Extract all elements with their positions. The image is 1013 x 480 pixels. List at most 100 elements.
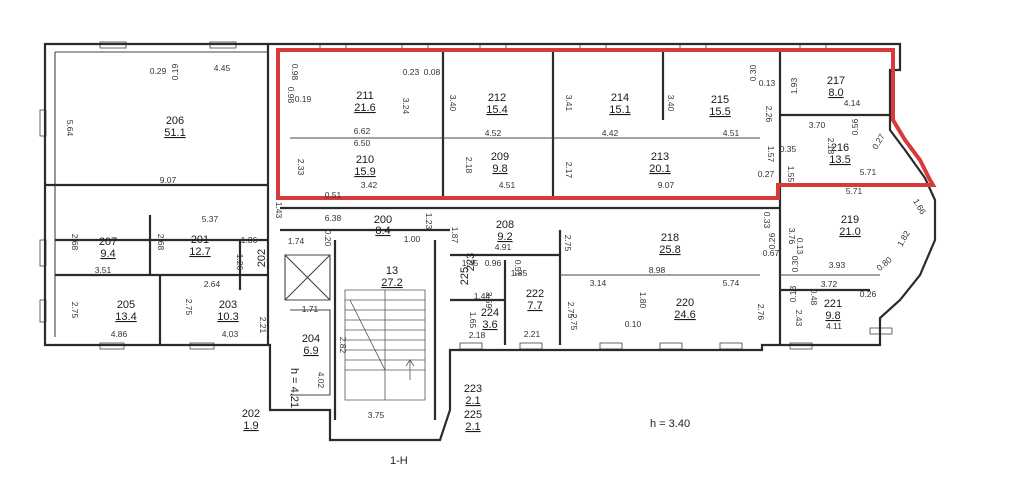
dimension-labels: 0.29 0.19 4.45 5.64 9.07 0.98 0.98 0.19 … [65,63,928,420]
dimension: 1.55 [786,166,796,183]
room-number: 215 [711,94,729,106]
room-area: 9.2 [497,231,512,243]
dimension: 0.67 [763,248,780,258]
dimension: 2.68 [156,234,166,251]
dimension: 1.44 [474,291,491,301]
dimension: 2.21 [258,317,268,334]
room-number: 206 [166,115,184,127]
dimension: 4.51 [499,180,516,190]
room-number: 220 [676,297,694,309]
room-area: 21.6 [354,102,375,114]
dimension: 1.93 [789,77,799,94]
ceiling-height-note: h = 3.40 [650,418,690,430]
dimension: 2.75 [184,299,194,316]
dimension: 1.66 [911,197,928,217]
room-area: 2.1 [465,395,480,407]
dimension: 9.07 [160,175,177,185]
stair-height-note: h = 4.21 [288,368,300,408]
room-area: 27.2 [381,277,402,289]
room-number: 212 [488,92,506,104]
room-area: 12.7 [189,246,210,258]
dimension: 1.85 [511,268,528,278]
dimension: 1.00 [404,234,421,244]
room-number: 200 [374,214,392,226]
highlight-outline [276,48,937,200]
room-area: 6.9 [303,345,318,357]
room-area: 51.1 [164,127,185,139]
dimension: 1.43 [274,202,284,219]
dimension: 2.75 [70,302,80,319]
room-area: 10.3 [217,311,238,323]
dimension: 4.51 [723,128,740,138]
room-number: 202 [256,249,268,267]
room-number: 223 [465,253,477,271]
room-number: 225 [464,409,482,421]
dimension: 3.14 [590,278,607,288]
dimension: 1.71 [302,304,319,314]
room-area: 9.8 [825,310,840,322]
dimension: 0.27 [758,169,775,179]
dimension: 3.40 [448,95,458,112]
axis-label: 1-H [390,455,408,467]
dimension: 2.75 [563,235,573,252]
dimension: 5.37 [202,214,219,224]
dimension: 0.98 [286,87,296,104]
dimension: 0.51 [325,190,342,200]
dimension: 3.24 [401,98,411,115]
dimension: 1.65 [468,312,478,329]
dimension: 2.43 [794,310,804,327]
room-labels: 206 51.1 211 21.6 212 15.4 214 15.1 215 … [99,75,861,433]
room-area: 7.7 [527,300,542,312]
dimension: 6.50 [354,138,371,148]
dimension: 0.96 [485,258,502,268]
dimension: 2.76 [756,304,766,321]
dimension: 0.80 [875,254,894,272]
staircase [344,289,426,401]
dimension: 0.13 [788,285,798,302]
dimension: 4.42 [602,128,619,138]
room-number: 205 [117,299,135,311]
room-number: 203 [219,299,237,311]
dimension: 0.19 [295,94,312,104]
dimension: 0.33 [762,212,772,229]
dimension: 5.74 [723,278,740,288]
room-number: 218 [661,232,679,244]
room-area: 9.4 [100,248,115,260]
dimension: 5.64 [65,120,75,137]
dimension: 0.35 [780,144,797,154]
dimension: 1.36 [241,235,258,245]
dimension: 2.18 [469,330,486,340]
dimension: 0.13 [759,78,776,88]
dimension: 9.07 [658,180,675,190]
dimension: 3.41 [564,95,574,112]
room-area: 13.4 [115,311,136,323]
dimension: 2.68 [70,234,80,251]
dimension: 4.02 [316,372,326,389]
dimension: 2.18 [464,157,474,174]
room-area: 2.1 [465,421,480,433]
dimension: 4.11 [826,321,842,331]
dimension: 5.71 [860,167,877,177]
dimension: 1.80 [638,292,648,309]
room-area: 15.5 [709,106,730,118]
dimension: 1.45 [462,258,479,268]
dimension: 4.52 [485,128,502,138]
dimension: 3.76 [787,228,797,245]
dimension: 2.64 [204,279,221,289]
dimension: 1.74 [288,236,305,246]
dimension: 6.38 [325,213,342,223]
dimension: 3.42 [361,180,378,190]
dimension: 1.57 [766,146,776,163]
dimension: 0.13 [795,238,805,255]
dimension: 0.19 [170,63,180,80]
dimension: 4.45 [214,63,231,73]
dimension: 4.14 [844,98,861,108]
room-area: 20.1 [649,163,670,175]
dimension: 0.29 [150,66,167,76]
room-area: 3.6 [482,319,497,331]
dimension: 0.23 [403,67,420,77]
dimension: 0.30 [790,255,800,272]
room-number: 213 [651,151,669,163]
room-number: 208 [496,219,514,231]
